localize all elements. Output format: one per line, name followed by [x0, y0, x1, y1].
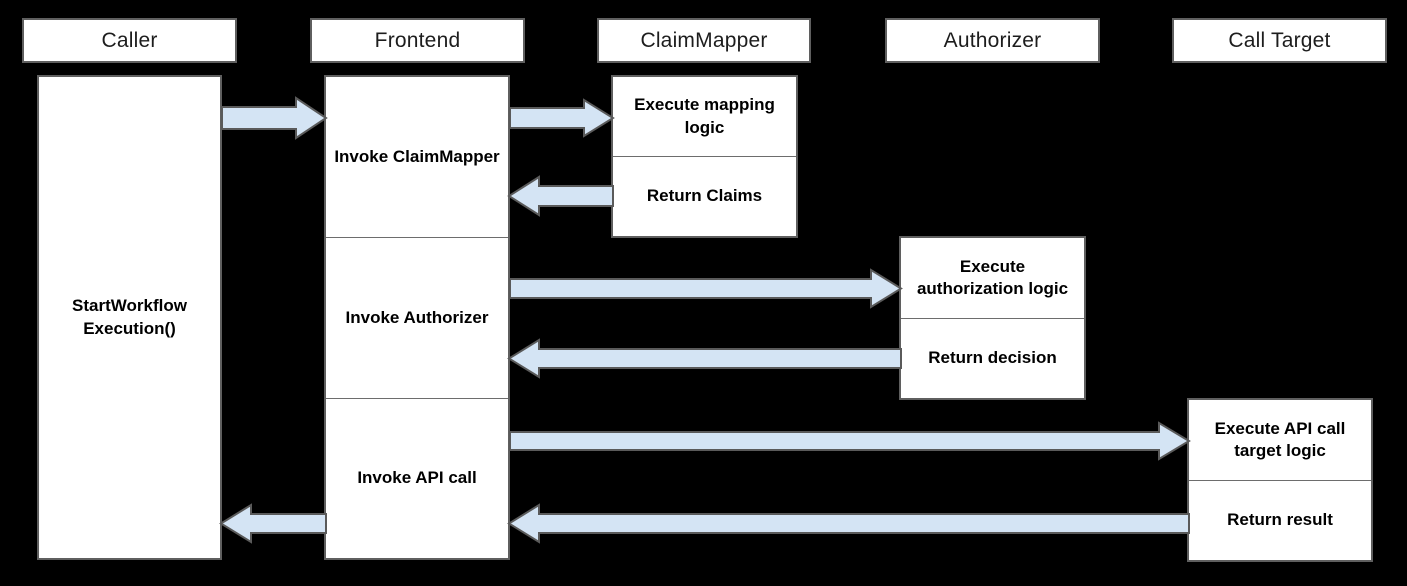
activation-claimmapper-segment-2: Return Claims — [613, 156, 796, 236]
activation-frontend: Invoke ClaimMapper Invoke Authorizer Inv… — [324, 75, 510, 560]
activation-claimmapper: Execute mapping logic Return Claims — [611, 75, 798, 238]
message-arrow-caller-to-frontend — [221, 96, 328, 140]
lifeline-header-caller: Caller — [22, 18, 237, 63]
lifeline-header-frontend-label: Frontend — [374, 28, 461, 52]
activation-authorizer-segment-2: Return decision — [901, 317, 1084, 398]
activation-authorizer-segment-2-label: Return decision — [928, 348, 1057, 368]
activation-calltarget-segment-2-label: Return result — [1227, 510, 1333, 530]
message-arrow-frontend-to-claimmapper — [509, 98, 615, 138]
activation-calltarget: Execute API call target logic Return res… — [1187, 398, 1373, 562]
activation-calltarget-segment-1: Execute API call target logic — [1189, 400, 1371, 480]
message-arrow-calltarget-to-frontend — [507, 503, 1190, 544]
activation-claimmapper-segment-1-label: Execute mapping logic — [634, 95, 775, 137]
activation-caller-segment-1-label: StartWorkflow Execution() — [72, 296, 187, 338]
activation-caller: StartWorkflow Execution() — [37, 75, 222, 560]
message-arrow-frontend-to-caller — [219, 503, 327, 544]
activation-calltarget-segment-2: Return result — [1189, 479, 1371, 560]
message-arrow-frontend-to-authorizer — [509, 268, 903, 309]
lifeline-header-claimmapper: ClaimMapper — [597, 18, 811, 63]
activation-claimmapper-segment-2-label: Return Claims — [646, 186, 763, 206]
activation-frontend-segment-3: Invoke API call — [326, 398, 508, 558]
message-arrow-claimmapper-to-frontend — [507, 175, 614, 217]
activation-calltarget-segment-1-label: Execute API call target logic — [1214, 418, 1346, 460]
activation-authorizer: Execute authorization logic Return decis… — [899, 236, 1086, 400]
activation-frontend-segment-3-label: Invoke API call — [357, 468, 477, 488]
activation-authorizer-segment-1-label: Execute authorization logic — [916, 256, 1069, 298]
activation-frontend-segment-1: Invoke ClaimMapper — [326, 77, 508, 237]
activation-claimmapper-segment-1: Execute mapping logic — [613, 77, 796, 156]
lifeline-header-authorizer: Authorizer — [885, 18, 1100, 63]
lifeline-header-authorizer-label: Authorizer — [943, 28, 1042, 52]
activation-frontend-segment-1-label: Invoke ClaimMapper — [334, 146, 500, 166]
lifeline-header-calltarget: Call Target — [1172, 18, 1387, 63]
lifeline-header-calltarget-label: Call Target — [1228, 28, 1331, 52]
activation-caller-segment-1: StartWorkflow Execution() — [39, 77, 220, 558]
message-arrow-frontend-to-calltarget — [509, 421, 1191, 461]
lifeline-header-frontend: Frontend — [310, 18, 525, 63]
lifeline-header-caller-label: Caller — [101, 28, 158, 52]
activation-frontend-segment-2: Invoke Authorizer — [326, 237, 508, 398]
activation-authorizer-segment-1: Execute authorization logic — [901, 238, 1084, 318]
lifeline-header-claimmapper-label: ClaimMapper — [640, 28, 768, 52]
message-arrow-authorizer-to-frontend — [507, 338, 902, 379]
activation-frontend-segment-2-label: Invoke Authorizer — [345, 307, 489, 327]
